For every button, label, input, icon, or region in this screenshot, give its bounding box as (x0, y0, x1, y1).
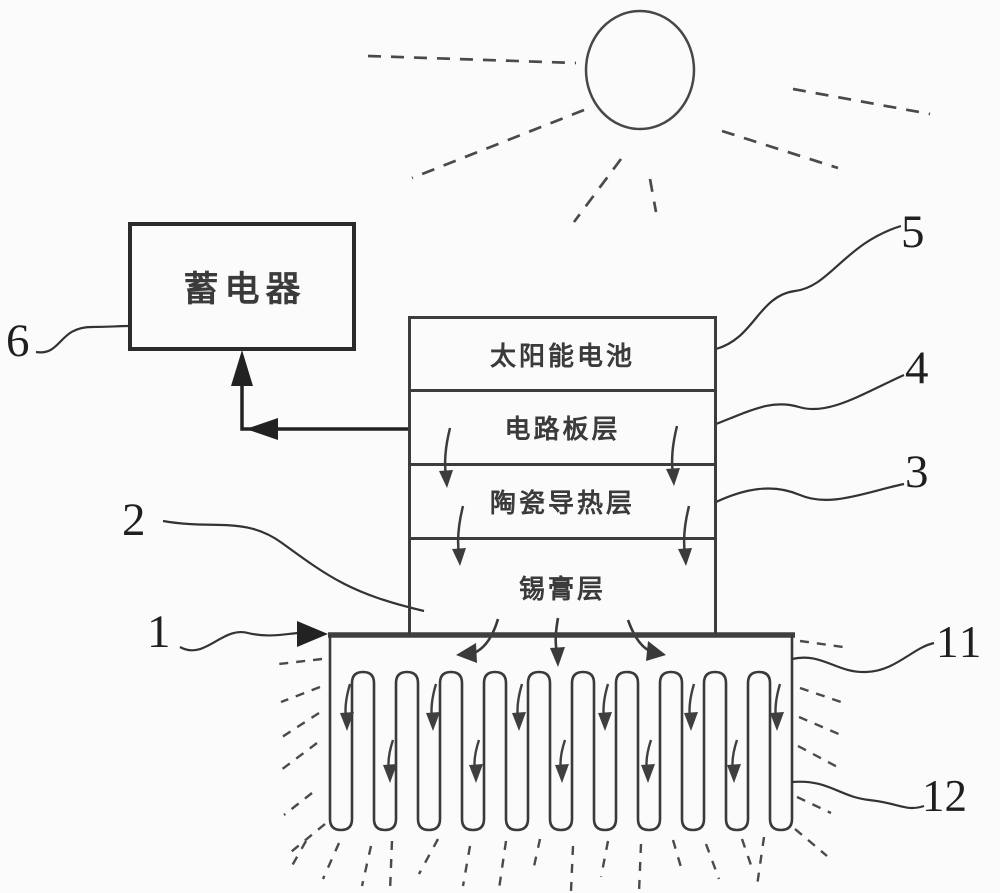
heat-radiation-right-icons (794, 639, 845, 857)
heat-radiation-bottom-icons (287, 836, 766, 893)
ref-label-5: 5 (901, 206, 925, 258)
layer-stack: 太阳能电池 电路板层 陶瓷导热层 锡膏层 (408, 316, 717, 635)
layer-label: 电路板层 (504, 414, 621, 444)
ref-label-12: 12 (922, 771, 967, 821)
layer-solder-paste: 锡膏层 (411, 540, 714, 635)
leader-12 (791, 780, 925, 810)
leader-2 (162, 519, 425, 613)
leader-lines (35, 224, 935, 810)
ref-label-3: 3 (905, 446, 929, 498)
layer-circuit-board: 电路板层 (411, 392, 714, 466)
ref-label-11: 11 (936, 617, 984, 667)
leader-3 (715, 482, 905, 503)
layer-ceramic-conductor: 陶瓷导热层 (411, 466, 714, 540)
leader-6 (35, 324, 131, 354)
layer-label: 锡膏层 (518, 574, 606, 604)
up-arrowhead-icon (231, 350, 253, 386)
battery-label: 蓄电器 (183, 270, 307, 309)
leader-1 (179, 630, 299, 652)
heatsink (328, 632, 795, 832)
battery-connector-arrow (231, 350, 409, 440)
sun-rays-icon (367, 54, 931, 223)
right-arrowhead-icon (297, 621, 328, 647)
left-arrowhead-icon (246, 418, 278, 440)
layer-solar-cell: 太阳能电池 (411, 319, 714, 392)
ref-label-2: 2 (122, 494, 146, 546)
ref-label-4: 4 (905, 342, 929, 394)
heat-radiation-left-icons (278, 657, 326, 857)
leader-11 (791, 641, 935, 674)
leader-5 (715, 224, 902, 351)
layer-label: 太阳能电池 (489, 340, 635, 371)
battery-box: 蓄电器 (128, 222, 356, 351)
heatsink-fins (328, 635, 794, 832)
ref-label-6: 6 (6, 315, 30, 367)
stack-heat-flow-arrow-icons (439, 425, 692, 566)
sink-entry-arrow-icons (456, 617, 666, 667)
fin-heat-arrow-icons (340, 683, 784, 783)
leader-4 (715, 373, 905, 426)
sun-icon (584, 9, 696, 131)
layer-label: 陶瓷导热层 (489, 488, 635, 518)
ref-label-1: 1 (147, 606, 171, 658)
